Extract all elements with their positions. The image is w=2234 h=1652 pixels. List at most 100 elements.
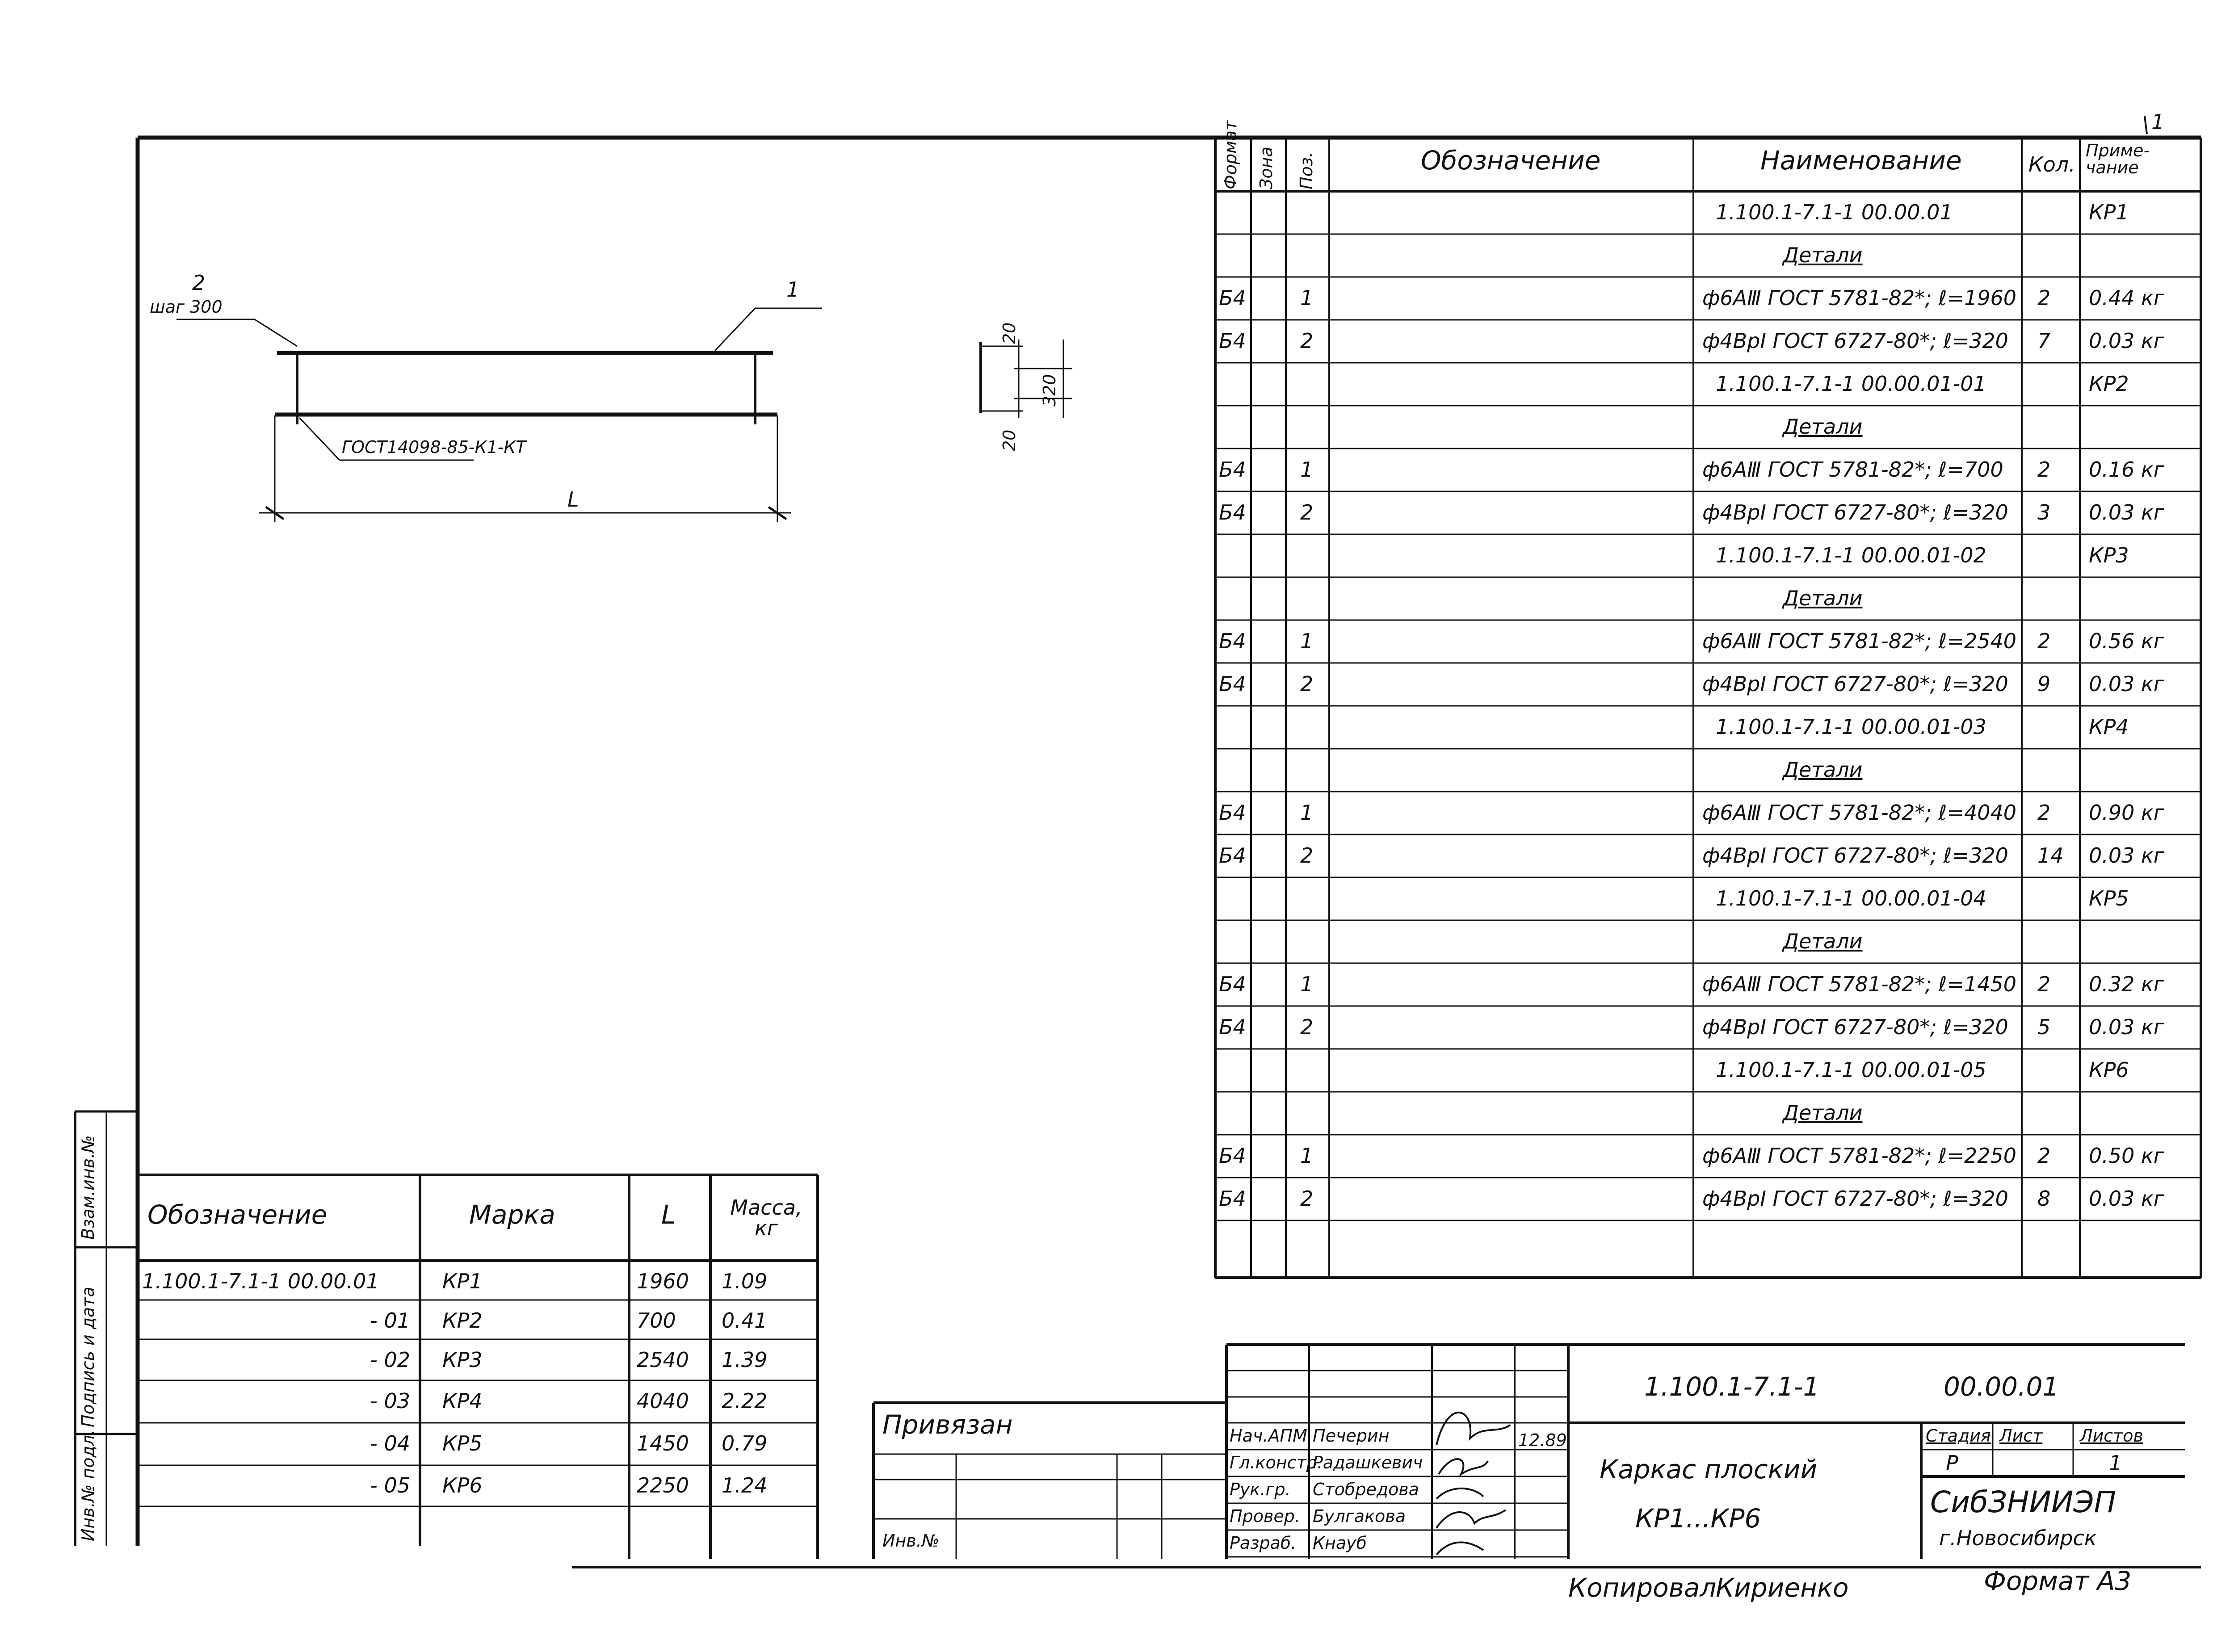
spec-cell-assembly: 1.100.1-7.1-1 00.00.01-05: [1716, 1058, 1986, 1082]
spec-cell-note: 0.03 кг: [2089, 1187, 2164, 1211]
spec-cell-assembly: 1.100.1-7.1-1 00.00.01: [1716, 200, 1953, 224]
marks-cell-mass: 1.24: [722, 1473, 768, 1497]
spec-cell-format: Б4: [1219, 1187, 1246, 1211]
spec-cell-name: ф6АⅢ ГОСТ 5781-82*; ℓ=1450: [1702, 972, 2017, 996]
copied-by: Кириенко: [1716, 1572, 1849, 1603]
attach-block-grid: [872, 1401, 1226, 1559]
signer-name: Стобредова: [1313, 1480, 1419, 1499]
length-dimension-label: L: [567, 487, 579, 512]
spec-section-title: Детали: [1783, 586, 1863, 610]
spec-cell-pos: 1: [1300, 457, 1314, 482]
signer-name: Кнауб: [1313, 1533, 1367, 1553]
marks-cell-designation: - 01: [370, 1308, 410, 1333]
spec-cell-assembly: 1.100.1-7.1-1 00.00.01-02: [1716, 543, 1986, 567]
spec-cell-name: ф4ВрⅠ ГОСТ 6727-80*; ℓ=320: [1702, 1015, 2008, 1039]
spec-header-note: Приме-чание: [2086, 141, 2150, 177]
spec-cell-qty: 2: [2037, 629, 2051, 653]
spec-section-title: Детали: [1783, 415, 1863, 439]
section-dim-bottom: 20: [999, 429, 1019, 451]
spec-section-title: Детали: [1783, 243, 1863, 267]
spec-cell-qty: 2: [2037, 457, 2051, 482]
leader-pos2-label: 2: [192, 271, 206, 295]
marks-cell-designation: - 05: [370, 1473, 410, 1497]
spec-cell-qty: 2: [2037, 1144, 2051, 1168]
attach-inv-label: Инв.№: [882, 1531, 940, 1551]
spec-cell-qty: 14: [2037, 843, 2064, 868]
signer-role: Гл.констр.: [1230, 1453, 1323, 1472]
spec-cell-pos: 1: [1300, 1144, 1314, 1168]
marks-cell-length: 1450: [637, 1431, 689, 1455]
spec-header-zone: Зона: [1256, 147, 1276, 189]
spec-cell-pos: 1: [1300, 972, 1314, 996]
spec-cell-format: Б4: [1219, 801, 1246, 825]
spec-cell-note: 0.03 кг: [2089, 1015, 2164, 1039]
signer-name: Печерин: [1313, 1426, 1390, 1446]
signer-role: Провер.: [1230, 1506, 1300, 1526]
strip-inv-sub: Взам.инв.№: [78, 1135, 98, 1240]
marks-cell-length: 700: [637, 1308, 676, 1333]
spec-cell-pos: 1: [1300, 629, 1314, 653]
attach-title: Привязан: [882, 1409, 1013, 1440]
spec-cell-pos: 2: [1300, 500, 1314, 524]
marks-header-designation: Обозначение: [147, 1199, 328, 1230]
title-stage-value: Р: [1946, 1451, 1958, 1475]
marks-cell-length: 2250: [637, 1473, 689, 1497]
marks-cell-length: 1960: [637, 1269, 689, 1293]
corner-tick: [2144, 116, 2148, 134]
spec-cell-note: 0.90 кг: [2089, 801, 2164, 825]
copied-label: Копировал: [1568, 1572, 1717, 1603]
spec-cell-qty: 2: [2037, 801, 2051, 825]
signer-role: Рук.гр.: [1230, 1480, 1291, 1499]
marks-cell-mark: КР4: [442, 1389, 483, 1413]
title-sheet-label: Лист: [1999, 1426, 2043, 1446]
spec-cell-assembly: 1.100.1-7.1-1 00.00.01-04: [1716, 886, 1986, 910]
marks-cell-length: 2540: [637, 1348, 689, 1372]
spec-header-pos: Поз.: [1297, 151, 1316, 189]
signer-name: Булгакова: [1313, 1506, 1406, 1526]
spec-cell-qty: 5: [2037, 1015, 2051, 1039]
spec-cell-note: 0.32 кг: [2089, 972, 2164, 996]
spec-cell-note: КР5: [2089, 886, 2129, 910]
spec-cell-note: 0.03 кг: [2089, 500, 2164, 524]
marks-cell-designation: 1.100.1-7.1-1 00.00.01: [142, 1269, 379, 1293]
spec-cell-note: 0.44 кг: [2089, 286, 2164, 310]
spec-cell-name: ф4ВрⅠ ГОСТ 6727-80*; ℓ=320: [1702, 1187, 2008, 1211]
spec-cell-note: 0.56 кг: [2089, 629, 2164, 653]
marks-cell-mark: КР5: [442, 1431, 483, 1455]
corner-mark: 1: [2151, 110, 2165, 134]
section-dim-top: 20: [999, 322, 1019, 344]
spec-cell-qty: 2: [2037, 972, 2051, 996]
title-stage-label: Стадия: [1926, 1426, 1991, 1446]
spec-cell-pos: 1: [1300, 801, 1314, 825]
spec-cell-note: КР4: [2089, 715, 2129, 739]
spec-header-format: Формат: [1221, 120, 1240, 189]
section-sketch: [979, 340, 1072, 418]
spec-cell-pos: 2: [1300, 672, 1314, 696]
marks-cell-designation: - 02: [370, 1348, 410, 1372]
spec-cell-qty: 8: [2037, 1187, 2051, 1211]
marks-header-length: L: [661, 1199, 676, 1230]
spec-cell-note: КР6: [2089, 1058, 2129, 1082]
marks-cell-mark: КР6: [442, 1473, 483, 1497]
leader-pos1-label: 1: [786, 277, 800, 302]
title-date: 12.89: [1518, 1430, 1567, 1450]
marks-cell-mark: КР3: [442, 1348, 483, 1372]
marks-cell-mass: 1.39: [722, 1348, 768, 1372]
spec-cell-qty: 3: [2037, 500, 2051, 524]
spec-cell-format: Б4: [1219, 843, 1246, 868]
spec-header-name: Наименование: [1760, 145, 1962, 176]
spec-cell-name: ф4ВрⅠ ГОСТ 6727-80*; ℓ=320: [1702, 672, 2008, 696]
leader-step-label: шаг 300: [150, 297, 223, 317]
spec-section-title: Детали: [1783, 929, 1863, 953]
spec-section-title: Детали: [1783, 1101, 1863, 1125]
spec-section-title: Детали: [1783, 758, 1863, 782]
title-sheets-label: Листов: [2080, 1426, 2143, 1446]
spec-cell-qty: 7: [2037, 329, 2051, 353]
spec-cell-format: Б4: [1219, 457, 1246, 482]
frame-sketch: [176, 307, 822, 522]
spec-cell-assembly: 1.100.1-7.1-1 00.00.01-01: [1716, 372, 1986, 396]
marks-header-mark: Марка: [469, 1199, 555, 1230]
spec-row-lines: [1215, 233, 2201, 1221]
marks-cell-mass: 1.09: [722, 1269, 768, 1293]
spec-cell-note: 0.03 кг: [2089, 329, 2164, 353]
